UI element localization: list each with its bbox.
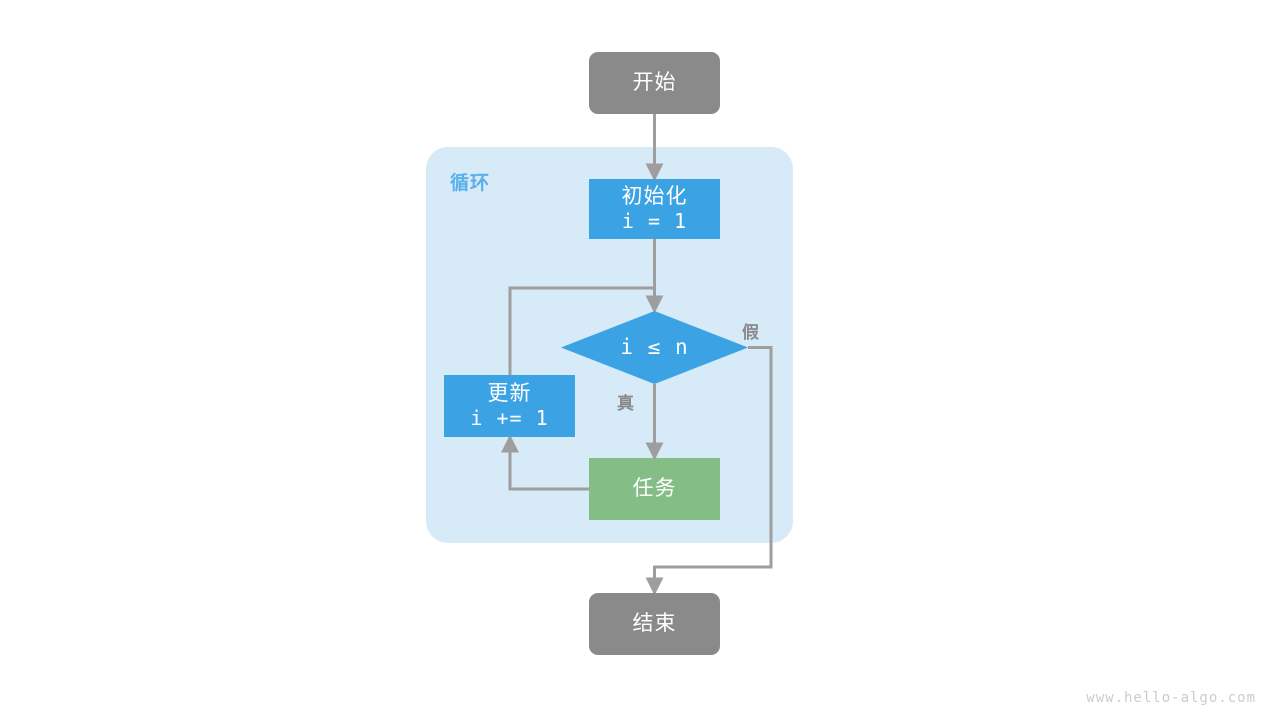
node-condition[interactable]: i ≤ n [561, 311, 748, 384]
watermark: www.hello-algo.com [1086, 690, 1256, 706]
node-end[interactable]: 结束 [589, 593, 720, 655]
edge-label-true: 真 [617, 394, 634, 413]
node-condition-label: i ≤ n [620, 335, 689, 360]
edge-label-false: 假 [742, 323, 759, 342]
node-update-title: 更新 [487, 381, 532, 405]
loop-group-label: 循环 [450, 173, 491, 194]
edge-decision-end [645, 346, 773, 596]
node-task[interactable]: 任务 [589, 458, 720, 520]
node-initialize[interactable]: 初始化 i = 1 [589, 179, 720, 239]
edge-update-decision [508, 286, 655, 375]
node-initialize-title: 初始化 [621, 184, 688, 208]
node-start-label: 开始 [632, 70, 677, 94]
node-task-label: 任务 [632, 476, 677, 500]
node-update[interactable]: 更新 i += 1 [444, 375, 575, 437]
node-update-expression: i += 1 [470, 405, 549, 430]
node-initialize-expression: i = 1 [621, 208, 688, 233]
node-end-label: 结束 [632, 611, 677, 635]
edge-task-update [501, 434, 589, 491]
node-start[interactable]: 开始 [589, 52, 720, 114]
